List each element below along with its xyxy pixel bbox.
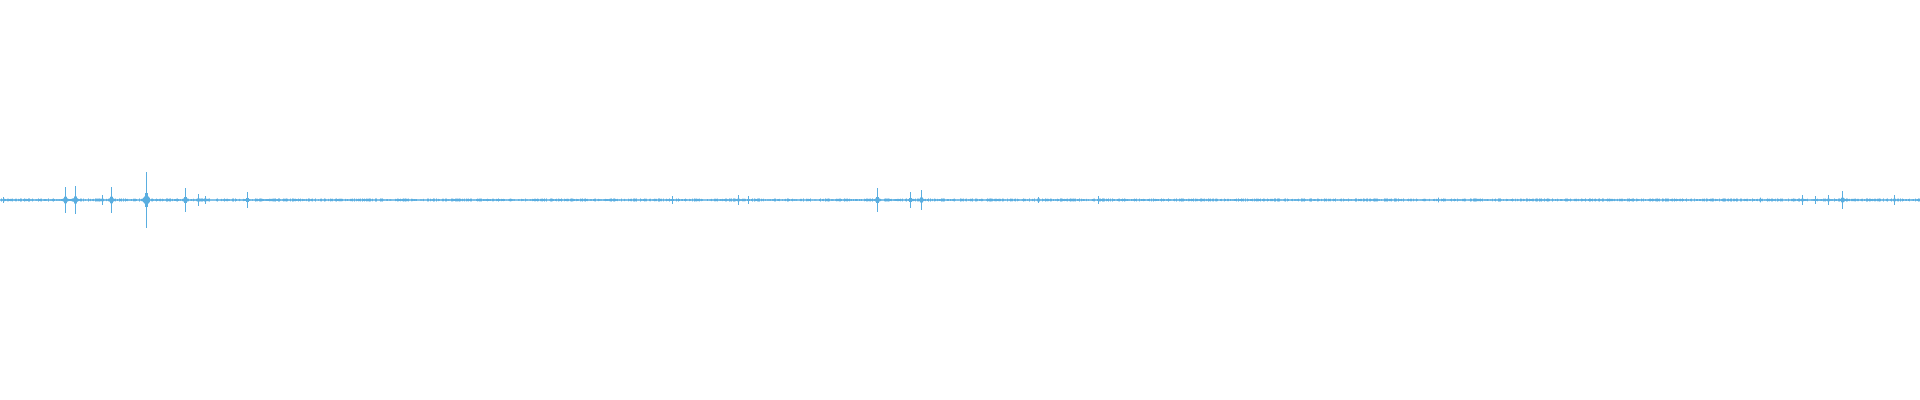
waveform-samples [0, 172, 1920, 228]
